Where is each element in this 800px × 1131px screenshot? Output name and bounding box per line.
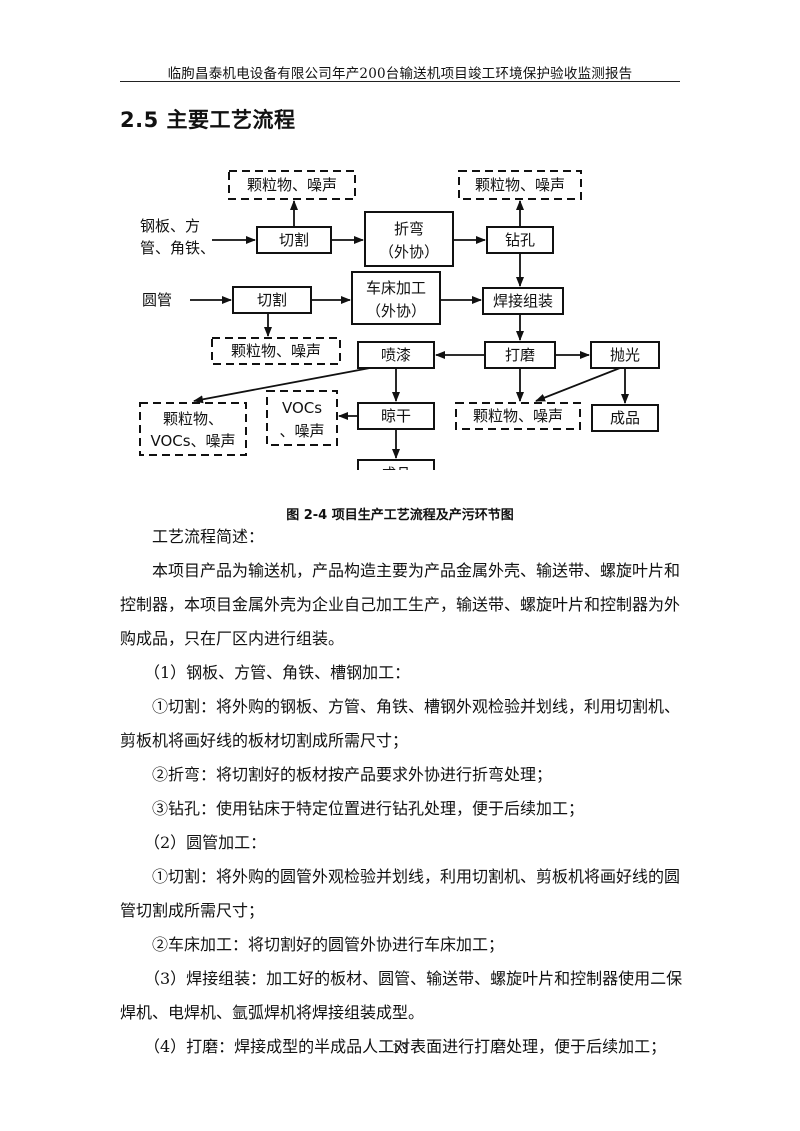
pollutant-spray-box [139,402,247,456]
section-title: 2.5 主要工艺流程 [120,108,296,132]
pollutant-drill-label: 颗粒物、噪声 [475,176,565,194]
bend-label-1: 折弯 [394,220,424,238]
paragraph-intro-label: 工艺流程简述： [152,527,265,546]
figure-caption: 图 2-4 项目生产工艺流程及产污环节图 [286,508,514,523]
input-steel-line2: 管、角铁、 [140,239,215,257]
paragraph-steel-heading: （1）钢板、方管、角铁、槽钢加工： [144,663,411,682]
cut2-label: 切割 [257,291,287,309]
bend-label-2: （外协） [379,243,439,261]
paragraph-steel-bend: ②折弯：将切割好的板材按产品要求外协进行折弯处理； [152,765,553,784]
lathe-box [351,271,441,325]
product-dry-label: 成品 [381,465,411,470]
input-pipe: 圆管 [142,291,172,309]
pollutant-spray-label-2: VOCs、噪声 [150,432,235,450]
drill-label: 钻孔 [505,231,535,249]
weld-label: 焊接组装 [493,292,553,310]
process-flow-diagram: 钢板、方 管、角铁、 圆管 切割 折弯 （外协） 钻孔 切割 车床加工 （外协）… [139,170,660,470]
pollutant-cut1-label: 颗粒物、噪声 [247,176,337,194]
page-number: 13 [391,1042,409,1057]
pollutant-drill-box [458,170,582,200]
bend-box [364,211,454,267]
paragraph-steel-drill: ③钻孔：使用钻床于特定位置进行钻孔处理，便于后续加工； [152,799,585,818]
cut1-label: 切割 [279,231,309,249]
page-header: 临朐昌泰机电设备有限公司年产200台输送机项目竣工环境保护验收监测报告 [167,66,633,82]
product-polish-label: 成品 [610,409,640,427]
pollutant-cut2-label: 颗粒物、噪声 [231,342,321,360]
product-dry-box [357,459,435,470]
lathe-label-2: （外协） [366,302,426,320]
grind-label: 打磨 [505,346,535,364]
pollutant-dry-label-1: VOCs [282,399,322,417]
paragraph-grind: （4）打磨：焊接成型的半成品人工对表面进行打磨处理，便于后续加工； [144,1037,667,1056]
pollutant-grind-box [455,402,581,430]
lathe-label-1: 车床加工 [366,279,426,297]
paragraph-pipe-lathe: ②车床加工：将切割好的圆管外协进行车床加工； [152,935,505,954]
paragraph-overview: 本项目产品为输送机，产品构造主要为产品金属外壳、输送带、螺旋叶片和控制器，本项目… [120,561,681,648]
spray-label: 喷漆 [381,346,411,364]
polish-label: 抛光 [610,346,640,364]
pollutant-dry-box [266,390,338,446]
pollutant-dry-label-2: 、噪声 [279,422,324,440]
header-divider [120,81,680,82]
dry-label: 晾干 [381,407,411,425]
pollutant-cut1-box [228,170,356,200]
product-polish-box [591,404,659,432]
pollutant-spray-label-1: 颗粒物、 [163,410,223,428]
weld-box [482,287,564,315]
pollutant-grind-label: 颗粒物、噪声 [473,407,563,425]
input-steel-line1: 钢板、方 [140,217,200,235]
paragraph-steel-cut: ①切割：将外购的钢板、方管、角铁、槽钢外观检验并划线，利用切割机、剪板机将画好线… [120,697,681,750]
paragraph-pipe-heading: （2）圆管加工： [144,833,267,852]
body-text: 工艺流程简述： 本项目产品为输送机，产品构造主要为产品金属外壳、输送带、螺旋叶片… [120,520,685,1064]
paragraph-pipe-cut: ①切割：将外购的圆管外观检验并划线，利用切割机、剪板机将画好线的圆管切割成所需尺… [120,867,681,920]
paragraph-weld: （3）焊接组装：加工好的板材、圆管、输送带、螺旋叶片和控制器使用二保焊机、电焊机… [120,969,683,1022]
